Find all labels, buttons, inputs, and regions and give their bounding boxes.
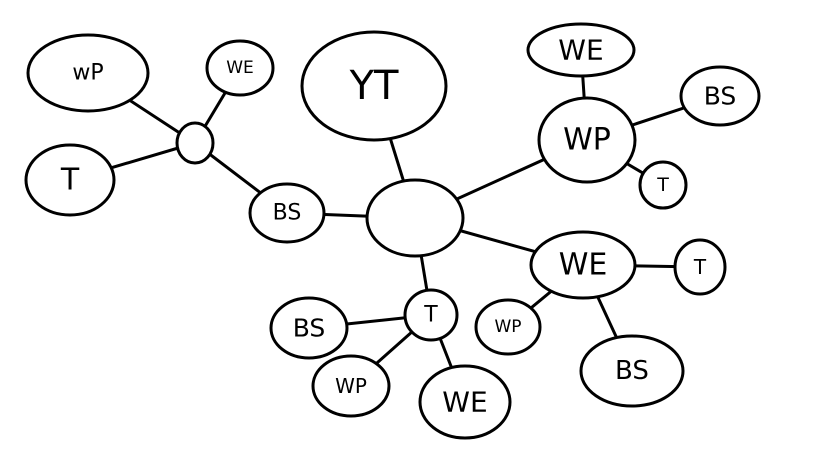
node-shape-t-far-right [673,238,727,296]
node-yt: YT [300,30,448,142]
node-label-t-left: T [60,163,80,198]
node-shape-yt [300,30,448,142]
node-t-left: T [24,143,116,217]
node-label-bs-bottom: BS [293,314,326,343]
node-label-yt: YT [349,63,399,109]
node-bs-topright: BS [679,65,761,127]
node-bs-bottom: BS [269,296,349,360]
node-label-bs-left: BS [273,201,302,226]
node-shape-wp-bottom [311,354,391,418]
node-wp-bottom: WP [311,354,391,418]
node-label-we-right: WE [559,248,608,283]
node-shape-hub-left [175,121,215,165]
node-label-wp-topleft: wP [72,61,103,86]
node-shape-we-topleft [205,39,275,97]
node-t-bottom: T [403,288,459,342]
node-shape-wp-right [537,96,637,184]
node-we-bottom: WE [418,364,512,440]
node-label-bs-topright: BS [704,82,737,111]
node-shape-bs-bottomright [579,334,685,408]
node-shape-we-topright [526,22,636,78]
node-shape-t-left [24,143,116,217]
node-shape-center [365,178,465,258]
node-label-wp-right-small: WP [494,317,521,337]
node-shape-wp-topleft [26,33,150,113]
node-center [365,178,465,258]
node-label-we-topright: WE [558,34,603,67]
node-label-we-topleft: WE [226,58,254,78]
node-label-t-right-small: T [656,174,669,196]
node-t-right-small: T [638,160,688,210]
node-shape-we-right [529,230,637,300]
node-label-bs-bottomright: BS [615,356,649,386]
node-wp-right: WP [537,96,637,184]
node-shape-bs-left [248,182,326,244]
node-we-right: WE [529,230,637,300]
node-shape-t-right-small [638,160,688,210]
node-label-t-bottom: T [423,303,438,328]
node-label-t-far-right: T [693,255,707,279]
node-t-far-right: T [673,238,727,296]
node-shape-t-bottom [403,288,459,342]
node-label-wp-bottom: WP [335,374,367,398]
node-wp-right-small: WP [474,298,542,356]
node-hub-left [175,121,215,165]
node-layer: YT BS wP WE T WP WE BS T WE T WP BS T BS WP WE [24,22,761,440]
node-shape-wp-right-small [474,298,542,356]
node-shape-bs-bottom [269,296,349,360]
node-bs-bottomright: BS [579,334,685,408]
node-wp-topleft: wP [26,33,150,113]
node-shape-bs-topright [679,65,761,127]
node-we-topleft: WE [205,39,275,97]
node-bs-left: BS [248,182,326,244]
node-shape-we-bottom [418,364,512,440]
node-label-wp-right: WP [563,123,611,158]
node-we-topright: WE [526,22,636,78]
node-label-we-bottom: WE [442,386,487,419]
